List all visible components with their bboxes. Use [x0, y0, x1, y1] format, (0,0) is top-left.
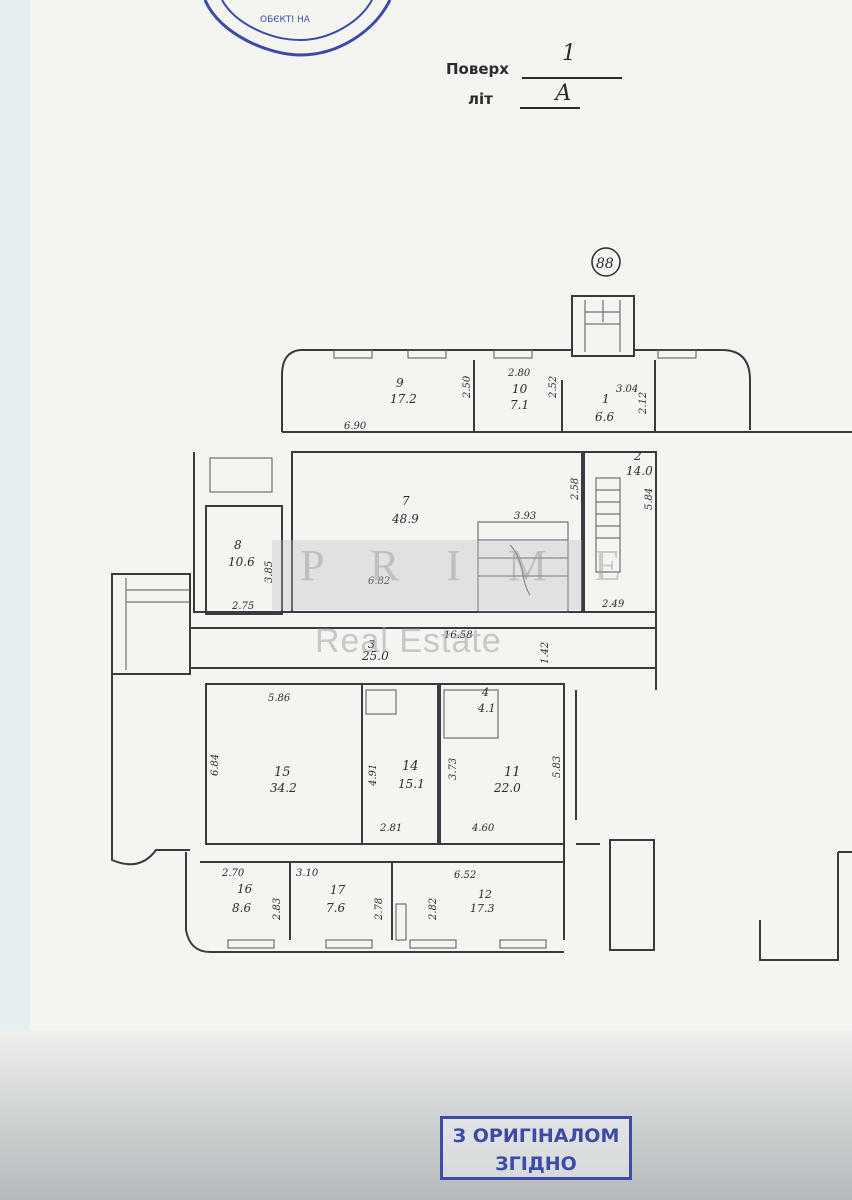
room-number: 11	[504, 765, 521, 780]
room-area: 15.1	[398, 777, 425, 791]
room-area: 7.1	[510, 398, 529, 412]
dimension: 5.86	[268, 693, 291, 704]
floor-label: Поверх	[446, 60, 509, 78]
dimension: 2.70	[221, 868, 245, 879]
dimension: 5.84	[644, 488, 655, 510]
room-number: 1	[602, 392, 610, 406]
room-number: 16	[237, 882, 253, 896]
room-number: 14	[402, 759, 419, 774]
room-area: 17.2	[390, 392, 417, 406]
litera-label: літ	[468, 90, 493, 108]
watermark-brand: P R I M E	[300, 541, 639, 590]
dimension: 2.12	[638, 392, 649, 415]
certification-stamp: З ОРИГІНАЛОМ ЗГІДНО	[440, 1116, 632, 1180]
round-seal: ОБЄКТІ НА	[203, 0, 392, 57]
dimension: 2.78	[374, 898, 385, 921]
dimension: 3.85	[264, 561, 275, 583]
room-area: 14.0	[626, 464, 653, 478]
floor-value: 1	[562, 41, 576, 66]
room-number: 15	[274, 765, 291, 780]
litera-value: А	[553, 81, 572, 106]
room-area: 17.3	[470, 902, 495, 915]
dimension: 4.60	[471, 823, 495, 834]
dimension: 4.91	[368, 764, 379, 787]
dimension: 3.73	[448, 758, 459, 780]
dimension: 6.82	[368, 576, 390, 587]
dimension: 3.93	[514, 511, 536, 522]
room-area: 25.0	[361, 649, 389, 663]
dimension-labels: 2.50 2.80 2.52 3.04 2.12 6.90 2.58 5.84 …	[210, 368, 655, 921]
dimension: 1.42	[540, 642, 551, 664]
watermark-sub: Real Estate	[315, 622, 502, 660]
dimension: 2.58	[570, 478, 581, 501]
dimension: 2.82	[428, 898, 439, 921]
dimension: 3.10	[296, 868, 319, 879]
dimension: 2.49	[601, 599, 625, 610]
dimension: 2.50	[462, 375, 473, 399]
dimension: 3.04	[616, 384, 638, 395]
page-bottom-shadow	[0, 1030, 852, 1200]
room-number: 17	[330, 883, 346, 897]
dimension: 6.90	[344, 421, 367, 432]
room-number: 2	[633, 449, 642, 463]
dimension: 2.80	[507, 368, 531, 379]
room-area: 10.6	[228, 555, 255, 569]
room-area: 8.6	[232, 901, 251, 915]
room-number: 10	[512, 382, 528, 396]
dimension: 2.83	[272, 898, 283, 921]
stamp-line-2: ЗГІДНО	[495, 1153, 577, 1175]
dimension: 2.52	[548, 376, 559, 399]
room-number: 12	[478, 888, 492, 901]
room-area: 34.2	[270, 781, 297, 795]
svg-text:ОБЄКТІ НА: ОБЄКТІ НА	[260, 15, 311, 25]
watermark-band	[272, 540, 582, 610]
room-area: 6.6	[595, 410, 614, 424]
room-area: 4.1	[477, 702, 496, 715]
floor-header: Поверх 1 літ А	[446, 41, 622, 109]
building-number: 88	[596, 256, 614, 272]
room-number: 8	[234, 538, 242, 552]
dimension: 5.83	[552, 756, 563, 778]
page-left-edge	[0, 0, 30, 1200]
dimension: 6.52	[454, 870, 476, 881]
room-labels: 9 17.2 10 7.1 1 6.6 7 48.9 2 14.0 8 10.6…	[228, 376, 653, 915]
room-number: 3	[368, 638, 375, 651]
building-number-marker: 88	[591, 247, 621, 277]
room-area: 7.6	[326, 901, 345, 915]
room-number: 4	[481, 686, 489, 699]
dimension: 2.75	[231, 601, 254, 612]
dimension: 6.84	[210, 754, 221, 776]
stamp-line-1: З ОРИГІНАЛОМ	[452, 1125, 620, 1147]
dimension: 2.81	[379, 823, 402, 834]
dimension: 16.58	[444, 630, 473, 641]
room-number: 9	[396, 376, 404, 390]
room-area: 48.9	[391, 512, 419, 526]
room-number: 7	[402, 494, 410, 508]
walls	[111, 295, 852, 961]
room-area: 22.0	[493, 781, 521, 795]
